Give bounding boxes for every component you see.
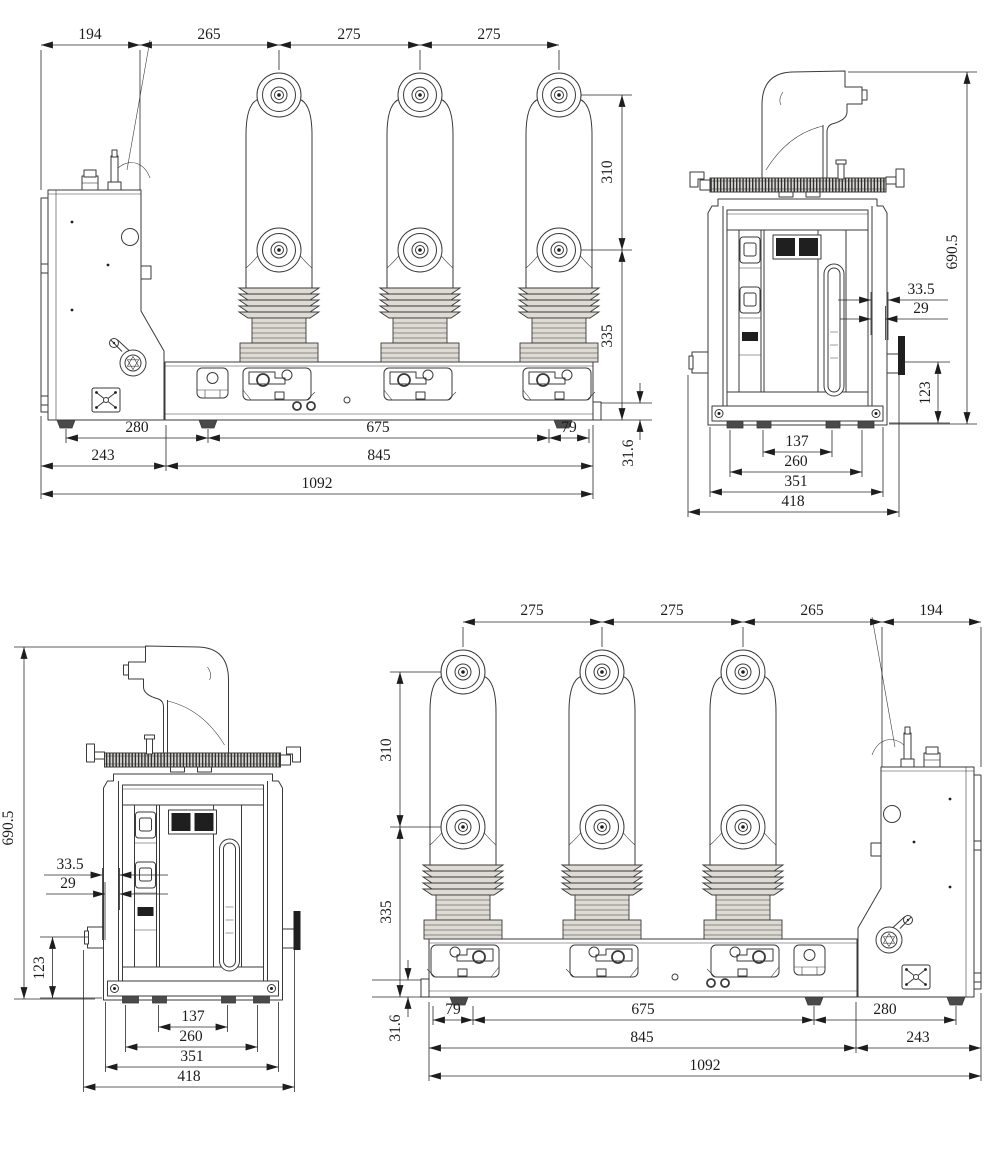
dim-79: 79 bbox=[445, 1001, 461, 1018]
dim-194: 194 bbox=[78, 26, 102, 43]
dim-265: 265 bbox=[800, 602, 824, 619]
dim-33.5: 33.5 bbox=[56, 856, 83, 873]
dim-280: 280 bbox=[873, 1001, 897, 1018]
dim-275: 275 bbox=[337, 26, 361, 43]
dim-243: 243 bbox=[906, 1029, 930, 1046]
dim-275: 275 bbox=[660, 602, 684, 619]
view-side-top-right: 690.5 33.5 29 123 137 260 351 418 bbox=[687, 70, 977, 517]
dim-845: 845 bbox=[630, 1029, 654, 1046]
dim-1092: 1092 bbox=[302, 475, 333, 492]
dim-351: 351 bbox=[784, 473, 807, 490]
dim-351: 351 bbox=[180, 1048, 203, 1065]
dim-243: 243 bbox=[91, 447, 115, 464]
dim-280: 280 bbox=[125, 419, 149, 436]
dim-31.6: 31.6 bbox=[620, 439, 637, 466]
dim-194: 194 bbox=[919, 602, 943, 619]
dim-31.6: 31.6 bbox=[387, 1014, 404, 1041]
view-front-top-left-dimensions: 194 265 275 275 310 335 31.6 280 675 79 … bbox=[40, 26, 652, 499]
dim-260: 260 bbox=[179, 1028, 203, 1045]
dim-260: 260 bbox=[784, 453, 808, 470]
dim-33.5: 33.5 bbox=[907, 281, 934, 298]
view-front-top-left: 194 265 275 275 310 335 31.6 280 675 79 … bbox=[41, 26, 652, 499]
view-side-top-right-dimensions: 690.5 33.5 29 123 137 260 351 418 bbox=[687, 71, 977, 517]
view-front-bottom-right-dimensions: 275 275 265 194 310 335 31.6 79 675 280 … bbox=[372, 602, 982, 1081]
dim-79: 79 bbox=[561, 419, 577, 436]
dim-845: 845 bbox=[367, 447, 391, 464]
dim-310: 310 bbox=[599, 160, 616, 184]
dim-418: 418 bbox=[177, 1068, 201, 1085]
dim-335: 335 bbox=[599, 324, 616, 348]
dim-275: 275 bbox=[477, 26, 501, 43]
dim-1092: 1092 bbox=[690, 1057, 721, 1074]
dim-675: 675 bbox=[366, 419, 390, 436]
dim-335: 335 bbox=[378, 900, 395, 924]
dim-275: 275 bbox=[520, 602, 544, 619]
dim-418: 418 bbox=[781, 493, 805, 510]
dim-29: 29 bbox=[913, 300, 929, 317]
dim-123: 123 bbox=[917, 381, 934, 405]
view-side-bottom-left: 690.5 33.5 29 123 137 260 351 418 bbox=[0, 645, 301, 1092]
dim-123: 123 bbox=[31, 956, 48, 980]
dim-265: 265 bbox=[197, 26, 221, 43]
dim-29: 29 bbox=[60, 875, 76, 892]
dim-690.5: 690.5 bbox=[944, 234, 961, 269]
dim-310: 310 bbox=[378, 738, 395, 762]
dim-675: 675 bbox=[631, 1001, 655, 1018]
view-side-bottom-left-dimensions: 690.5 33.5 29 123 137 260 351 418 bbox=[0, 646, 295, 1092]
dim-137: 137 bbox=[181, 1008, 205, 1025]
dim-690.5: 690.5 bbox=[0, 810, 17, 845]
view-front-bottom-right: 275 275 265 194 310 335 31.6 79 675 280 … bbox=[372, 602, 981, 1081]
dim-137: 137 bbox=[785, 433, 809, 450]
